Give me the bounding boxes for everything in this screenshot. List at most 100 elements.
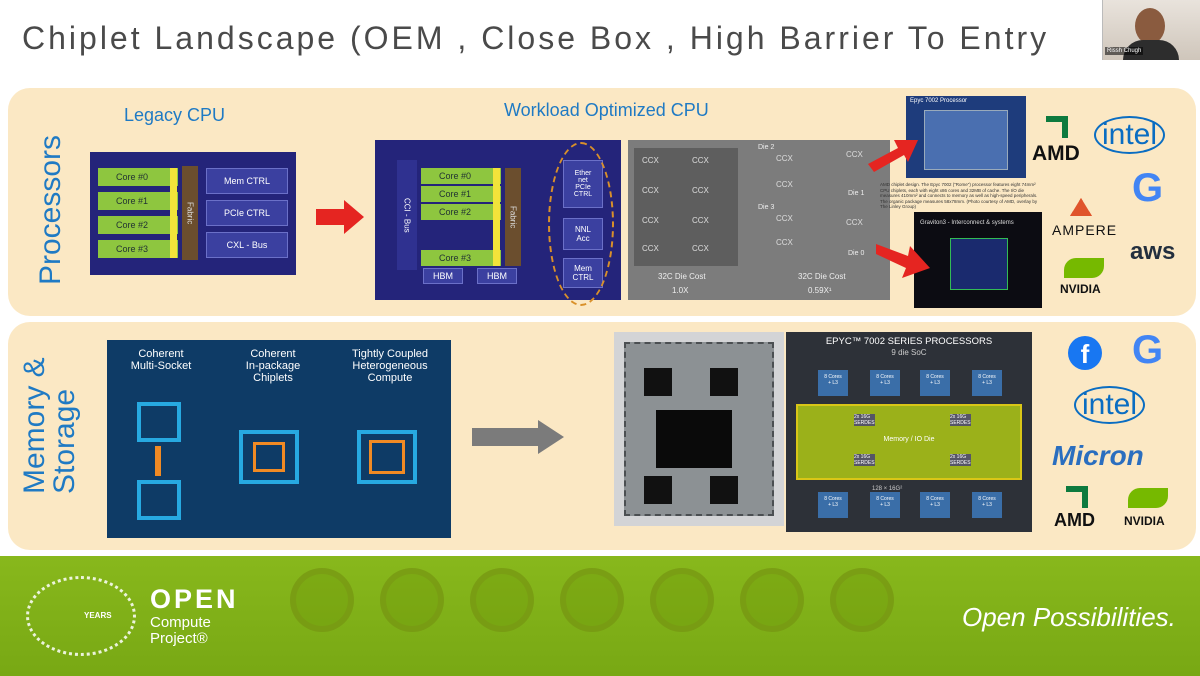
link-icon bbox=[155, 446, 161, 476]
die-cost-caption: 32C Die Cost bbox=[798, 272, 846, 281]
nvidia-logo: NVIDIA bbox=[1060, 282, 1101, 296]
epyc-7002-diagram: EPYC™ 7002 SERIES PROCESSORS 9 die SoC M… bbox=[786, 332, 1032, 532]
monolithic-die: CCX CCX CCX CCX CCX CCX CCX CCX bbox=[634, 148, 738, 266]
presenter-body bbox=[1123, 40, 1179, 60]
chip-icon bbox=[357, 430, 417, 484]
years-label: YEARS bbox=[84, 611, 112, 620]
chiplet-die bbox=[644, 368, 672, 396]
nvidia-logo-mark bbox=[1064, 258, 1104, 278]
die-cost-value: 0.59X¹ bbox=[808, 286, 832, 295]
ocp-brand: OPEN bbox=[150, 584, 239, 614]
chip-icon bbox=[137, 402, 181, 442]
workload-core: Core #1 bbox=[421, 186, 501, 202]
red-arrow-icon bbox=[868, 140, 918, 172]
ccx-label: CCX bbox=[776, 154, 793, 163]
chiplet-die bbox=[644, 476, 672, 504]
amd-logo: AMD bbox=[1054, 510, 1095, 530]
legacy-cpu-title: Legacy CPU bbox=[124, 105, 226, 125]
aws-logo: aws bbox=[1130, 238, 1176, 265]
workload-fabric: Fabric bbox=[505, 168, 521, 266]
core-chiplet: 8 Cores + L3 bbox=[870, 370, 900, 396]
legacy-core: Core #2 bbox=[98, 216, 178, 234]
intel-logo: intel bbox=[1094, 116, 1166, 154]
fan-graphic bbox=[470, 568, 534, 632]
cache-lane bbox=[493, 168, 500, 266]
intel-logo: intel bbox=[1074, 386, 1146, 424]
epyc-diagram-title: EPYC™ 7002 SERIES PROCESSORS bbox=[825, 336, 993, 347]
fan-graphic bbox=[650, 568, 714, 632]
ocp-brand-line1: Compute bbox=[150, 614, 211, 631]
ccx-label: CCX bbox=[776, 214, 793, 223]
red-arrow-icon bbox=[876, 244, 930, 278]
ccx-label: CCX bbox=[776, 180, 793, 189]
workload-core: Core #3 bbox=[421, 250, 501, 266]
ccx-label: CCX bbox=[642, 244, 659, 253]
die-label: Die 3 bbox=[758, 204, 775, 211]
ccx-label: CCX bbox=[776, 238, 793, 247]
core-chiplet: 8 Cores + L3 bbox=[972, 492, 1002, 518]
core-chiplet: 8 Cores + L3 bbox=[818, 492, 848, 518]
epyc-photo-title: Epyc 7002 Processor bbox=[910, 98, 968, 104]
cache-lane bbox=[170, 168, 177, 258]
package-photo bbox=[614, 332, 784, 526]
core-chiplet: 8 Cores + L3 bbox=[920, 492, 950, 518]
io-die-label: Memory / IO Die bbox=[883, 436, 935, 443]
ccx-label: CCX bbox=[642, 156, 659, 165]
graviton-title: Graviton3 - Interconnect & systems bbox=[920, 220, 1014, 226]
diagram-label: Coherent Multi-Socket bbox=[130, 348, 192, 372]
epyc-package bbox=[924, 110, 1008, 170]
amd-logo-mark bbox=[1066, 486, 1088, 508]
die-comparison-image: CCX CCX CCX CCX CCX CCX CCX CCX Die 2 Di… bbox=[628, 140, 890, 300]
diagram-label: Tightly Coupled Heterogeneous Compute bbox=[351, 348, 429, 384]
webcam-thumbnail[interactable]: Rissh Chugh bbox=[1102, 0, 1200, 60]
chiplet-types-diagram: Coherent Multi-Socket Coherent In-packag… bbox=[107, 340, 451, 538]
webcam-name: Rissh Chugh bbox=[1105, 47, 1144, 55]
legacy-block: CXL - Bus bbox=[206, 232, 288, 258]
ccx-label: CCX bbox=[692, 216, 709, 225]
die-label: Die 1 bbox=[848, 190, 865, 197]
legacy-block: Mem CTRL bbox=[206, 168, 288, 194]
amd-logo: AMD bbox=[1032, 142, 1080, 165]
presenter-head bbox=[1135, 8, 1165, 44]
legacy-core: Core #1 bbox=[98, 192, 178, 210]
tagline: Open Possibilities. bbox=[962, 602, 1176, 632]
ccx-label: CCX bbox=[642, 186, 659, 195]
chiplet-die bbox=[710, 368, 738, 396]
die-cost-caption: 32C Die Cost bbox=[658, 272, 706, 281]
cci-bus: CCI - Bus bbox=[397, 160, 417, 270]
nvidia-logo: NVIDIA bbox=[1124, 514, 1165, 528]
ccx-label: CCX bbox=[846, 218, 863, 227]
red-arrow-icon bbox=[316, 200, 364, 234]
ccx-label: CCX bbox=[692, 186, 709, 195]
ocp-years-badge bbox=[26, 576, 136, 656]
chiplet-die bbox=[710, 476, 738, 504]
serdes-label: 2x 16G SERDES bbox=[854, 454, 875, 466]
ccx-label: CCX bbox=[692, 156, 709, 165]
legacy-core: Core #3 bbox=[98, 240, 178, 258]
processors-label: Processors bbox=[34, 134, 67, 285]
diagram-label: Coherent In-package Chiplets bbox=[245, 348, 301, 384]
facebook-logo: f bbox=[1068, 336, 1102, 370]
serdes-label: 2x 16G SERDES bbox=[950, 454, 971, 466]
die-label: Die 2 bbox=[758, 144, 775, 151]
epyc-diagram-subtitle: 9 die SoC bbox=[891, 348, 927, 357]
graviton-package bbox=[950, 238, 1008, 290]
legacy-fabric: Fabric bbox=[182, 166, 198, 260]
io-die bbox=[656, 410, 732, 468]
chiplet-icon bbox=[253, 442, 285, 472]
chip-icon bbox=[239, 430, 299, 484]
fan-graphic bbox=[560, 568, 624, 632]
fan-graphic bbox=[380, 568, 444, 632]
google-logo: G bbox=[1132, 328, 1164, 372]
legacy-block: PCIe CTRL bbox=[206, 200, 288, 226]
legacy-cpu-diagram: Core #0 Core #1 Core #2 Core #3 Fabric M… bbox=[90, 152, 296, 275]
footer-banner: YEARS OPEN Compute Project® Open Possibi… bbox=[0, 556, 1200, 676]
hbm-block: HBM bbox=[477, 268, 517, 284]
core-chiplet: 8 Cores + L3 bbox=[870, 492, 900, 518]
ampere-logo: AMPERE bbox=[1052, 222, 1118, 238]
graviton-slide-thumbnail: Graviton3 - Interconnect & systems bbox=[914, 212, 1042, 308]
highlight-ellipse bbox=[548, 142, 614, 306]
google-logo: G bbox=[1132, 166, 1164, 210]
epyc-package-photo: Epyc 7002 Processor bbox=[906, 96, 1026, 178]
hbm-block: HBM bbox=[423, 268, 463, 284]
